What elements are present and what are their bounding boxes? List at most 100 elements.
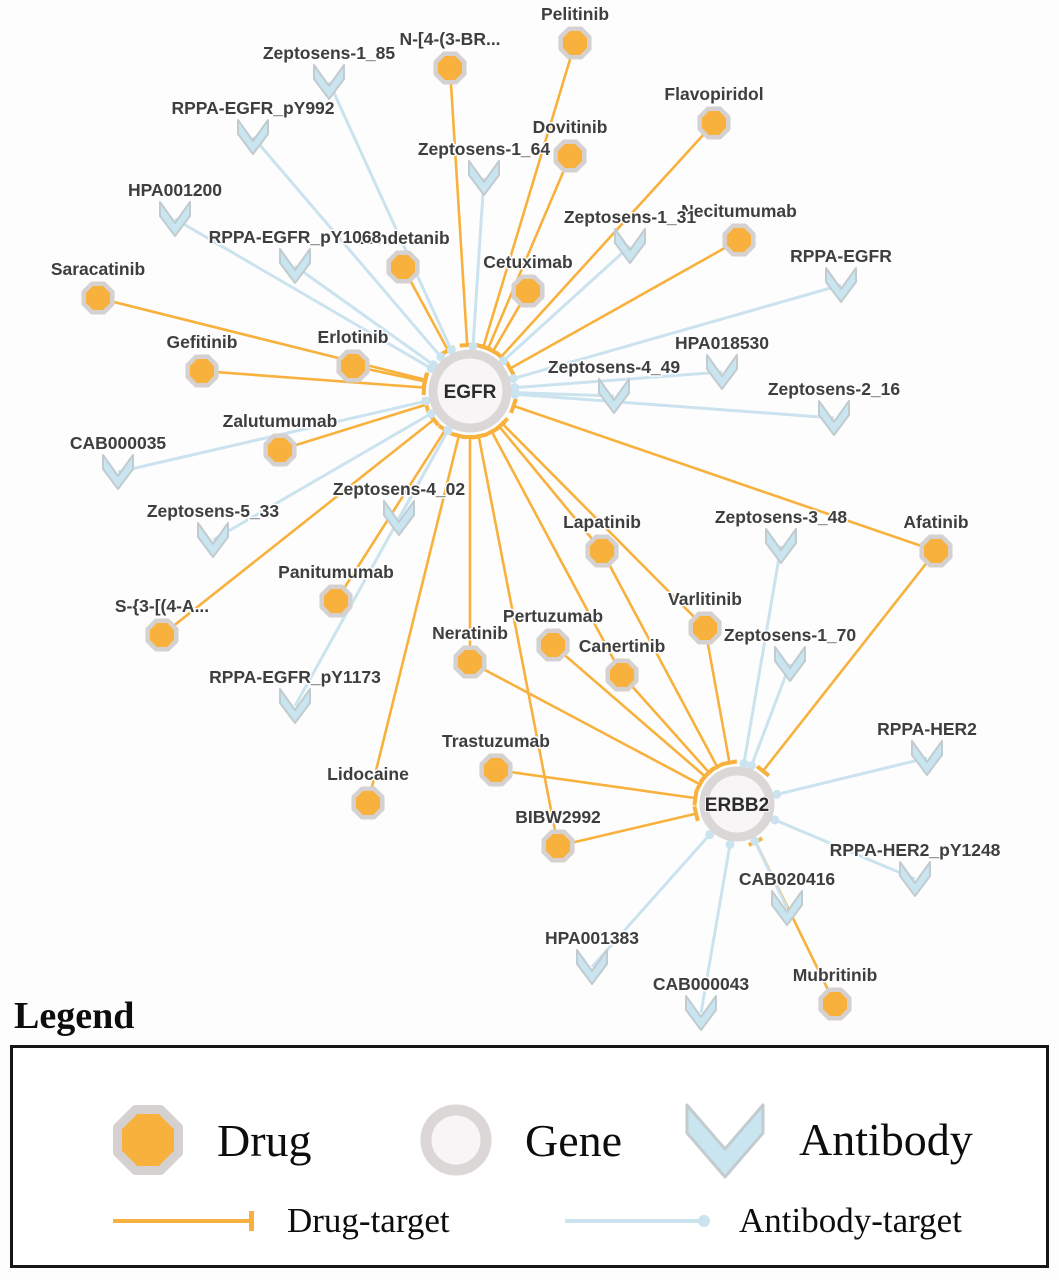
legend-antibody-label: Antibody [799,1113,973,1165]
antibody-node[interactable] [685,995,717,1031]
drug-node[interactable] [558,26,592,60]
antibody-node[interactable] [771,890,803,926]
node-label: RPPA-EGFR_pY1068 [209,227,382,247]
node-label: Pertuzumab [503,606,603,626]
drug-target-edge [509,398,937,553]
drug-target-edge [600,550,725,773]
antibody-node[interactable] [899,861,931,897]
node-label: RPPA-EGFR_pY1173 [209,667,381,687]
drug-target-edge [495,416,706,629]
antibody-node[interactable] [279,248,311,284]
drug-node[interactable] [479,753,513,787]
antibody-target-edge [510,389,835,420]
node-label: Mubritinib [793,965,878,985]
antibody-node[interactable] [237,119,269,155]
antibody-node[interactable] [576,949,608,985]
node-label: Gefitinib [167,332,238,352]
drug-target-edge [279,396,431,452]
drug-node[interactable] [386,250,420,284]
legend-item-drug: Drug [105,1097,312,1183]
antibody-node[interactable] [774,646,806,682]
antibody-target-edge [510,388,615,398]
node-label: Saracatinib [51,259,145,279]
antibody-node[interactable] [911,740,943,776]
drug-target-edge-icon [113,1211,254,1231]
drug-node[interactable] [433,51,467,85]
antibody-node[interactable] [468,160,500,196]
legend-item-antibody: Antibody [677,1095,973,1183]
gene-node[interactable] [699,766,775,842]
drug-node[interactable] [511,274,545,308]
node-label: Zeptosens-1_85 [263,43,396,63]
drug-node[interactable] [697,106,731,140]
node-label: CAB020416 [739,869,836,889]
antibody-target-edge [699,839,735,1014]
node-label: HPA001200 [128,180,222,200]
node-label: Dovitinib [533,117,608,137]
antibody-target-edge [498,244,632,366]
node-label: ERBB2 [705,795,769,816]
node-label: Zeptosens-1_31 [564,207,697,227]
drug-node[interactable] [605,658,639,692]
drug-node[interactable] [553,139,587,173]
antibody-node[interactable] [159,201,191,237]
antibody-node[interactable] [383,500,415,536]
drug-node[interactable] [722,223,756,257]
antibody-node[interactable] [825,267,857,303]
node-label: Flavopiridol [664,84,763,104]
node-label: Cetuximab [483,252,572,272]
network-canvas[interactable]: EGFRERBB2PelitinibN-[4-(3-BR...Dovitinib… [0,0,1059,1045]
drug-target-edge [495,768,699,806]
antibody-node[interactable] [598,378,630,414]
node-label: Zeptosens-4_02 [333,479,466,499]
drug-node[interactable] [336,349,370,383]
node-label: CAB000043 [653,974,750,994]
node-label: Lidocaine [327,764,409,784]
gene-node[interactable] [428,349,512,433]
antibody-node[interactable] [706,354,738,390]
drug-node[interactable] [145,618,179,652]
node-label: Afatinib [903,512,968,532]
drug-target-edge [366,431,467,804]
node-label: Vandetanib [356,228,449,248]
drug-node[interactable] [585,534,619,568]
drug-node[interactable] [319,584,353,618]
drug-node[interactable] [541,829,575,863]
drug-node[interactable] [919,534,953,568]
antibody-target-edge [251,136,446,362]
node-label: Canertinib [579,636,666,656]
drug-node[interactable] [185,354,219,388]
drug-node[interactable] [453,645,487,679]
drug-node[interactable] [263,433,297,467]
node-label: Neratinib [432,623,508,643]
drug-node[interactable] [81,281,115,315]
drug-target-edge [552,644,712,784]
node-layer [81,26,953,1031]
node-label: BIBW2992 [515,807,601,827]
node-label: Zeptosens-2_16 [768,379,901,399]
antibody-node[interactable] [765,528,797,564]
node-label: Panitumumab [278,562,394,582]
drug-node[interactable] [351,786,385,820]
antibody-node[interactable] [102,454,134,490]
drug-node[interactable] [688,611,722,645]
antibody-node[interactable] [818,400,850,436]
node-label: Pelitinib [541,4,609,24]
antibody-node[interactable] [313,64,345,100]
antibody-target-edge [468,177,486,351]
drug-node[interactable] [818,987,852,1021]
drug-target-edge [480,155,572,354]
antibody-node[interactable] [197,522,229,558]
antibody-node[interactable] [279,688,311,724]
drug-node[interactable] [536,628,570,662]
antibody-target-edge [770,815,916,881]
node-label: RPPA-HER2_pY1248 [830,840,1001,860]
antibody-target-edge [294,264,438,370]
drug-target-edge [492,420,604,552]
drug-target-edge [621,674,717,780]
antibody-node[interactable] [614,228,646,264]
antibody-target-edge [508,283,842,384]
antibody-target-edge [293,425,453,707]
node-label: Lapatinib [563,512,641,532]
